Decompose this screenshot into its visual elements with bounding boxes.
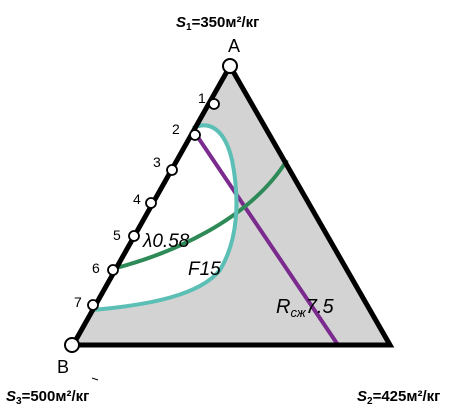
point-7-label: 7 — [74, 294, 82, 310]
s1-value: =350м²/кг — [192, 14, 260, 31]
point-4-label: 4 — [133, 191, 141, 207]
f15-curve — [91, 123, 239, 312]
rcz-label-sub: сж — [290, 305, 306, 320]
point-2-marker — [189, 129, 201, 141]
s3-var: S — [6, 388, 16, 405]
lambda-label: λ0.58 — [142, 231, 190, 252]
point-1-label: 1 — [198, 90, 206, 106]
lambda-curve — [107, 158, 289, 272]
corner-b-marker — [64, 337, 80, 353]
s3-sub: 3 — [16, 396, 22, 406]
edge-points — [87, 98, 220, 311]
rcz-label: Rсж7.5 — [276, 296, 334, 320]
point-3-label: 3 — [153, 154, 161, 170]
rcz-curve — [191, 128, 340, 347]
point-4-marker — [145, 197, 157, 209]
point-5-label: 5 — [113, 227, 121, 243]
s3-value: =500м²/кг — [22, 388, 90, 405]
rcz-label-value: 7.5 — [306, 296, 335, 318]
s2-label: S2=425м²/кг — [357, 388, 440, 406]
s1-label: S1=350м²/кг — [176, 14, 259, 33]
s1-sub: 1 — [186, 22, 192, 33]
corner-b-letter: B — [57, 357, 69, 377]
s2-var: S — [357, 388, 367, 405]
rcz-label-main: R — [276, 296, 290, 318]
s2-value: =425м²/кг — [373, 388, 441, 405]
point-5-marker — [128, 230, 140, 242]
s1-var: S — [176, 14, 186, 31]
point-6-label: 6 — [92, 260, 100, 276]
corner-a-marker — [222, 58, 238, 74]
s3-label: S3=500м²/кг — [6, 388, 89, 406]
point-6-marker — [107, 264, 119, 276]
s2-sub: 2 — [367, 396, 373, 406]
f15-label: F15 — [188, 259, 221, 280]
small-tick — [91, 377, 99, 381]
point-3-marker — [166, 164, 178, 176]
point-1-marker — [208, 98, 220, 110]
point-7-marker — [87, 299, 99, 311]
point-2-label: 2 — [172, 121, 180, 137]
corner-a-letter: A — [228, 36, 240, 56]
